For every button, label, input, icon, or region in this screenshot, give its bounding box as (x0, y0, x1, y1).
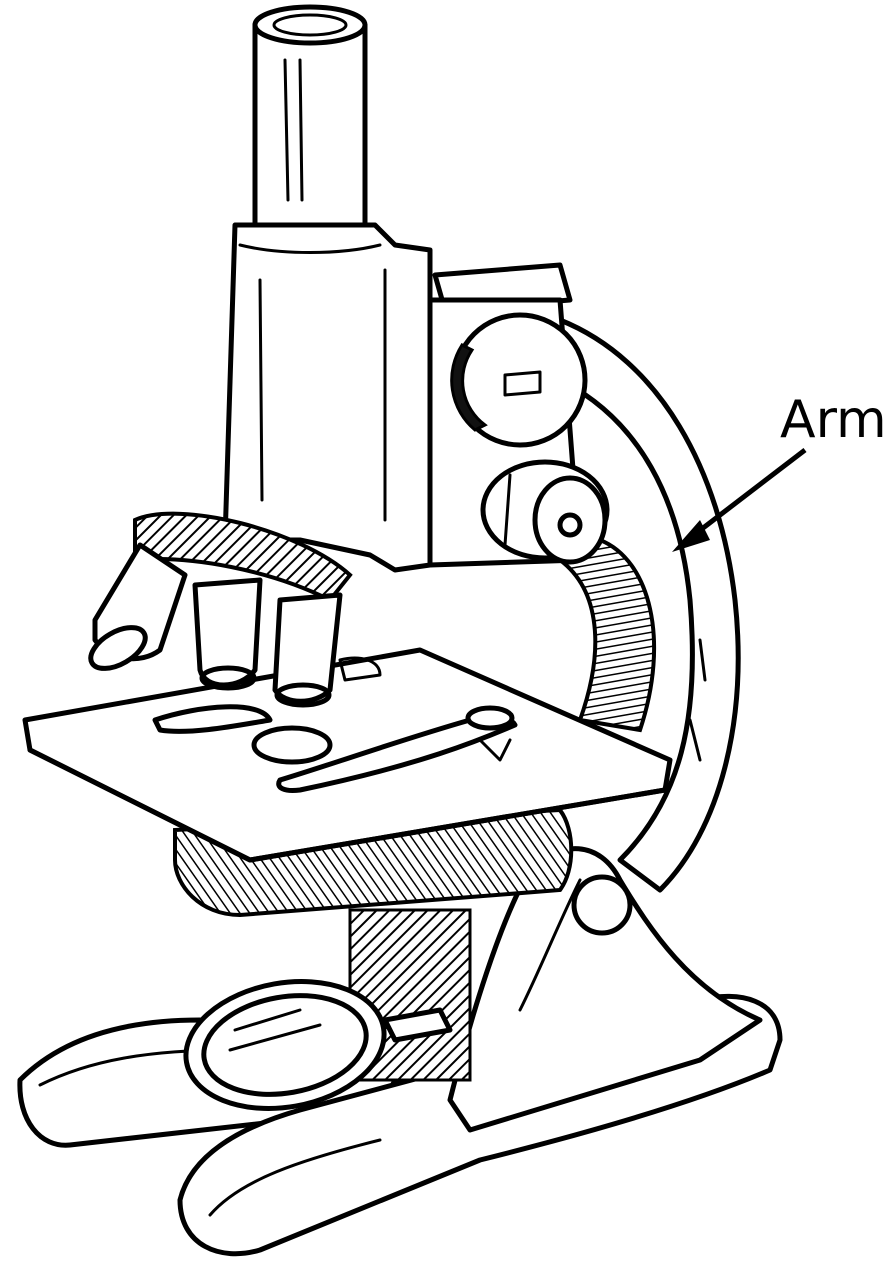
stage-platform (25, 650, 670, 860)
arm-label: Arm (780, 390, 884, 450)
body-tube (225, 7, 430, 570)
focus-knobs (430, 265, 607, 565)
